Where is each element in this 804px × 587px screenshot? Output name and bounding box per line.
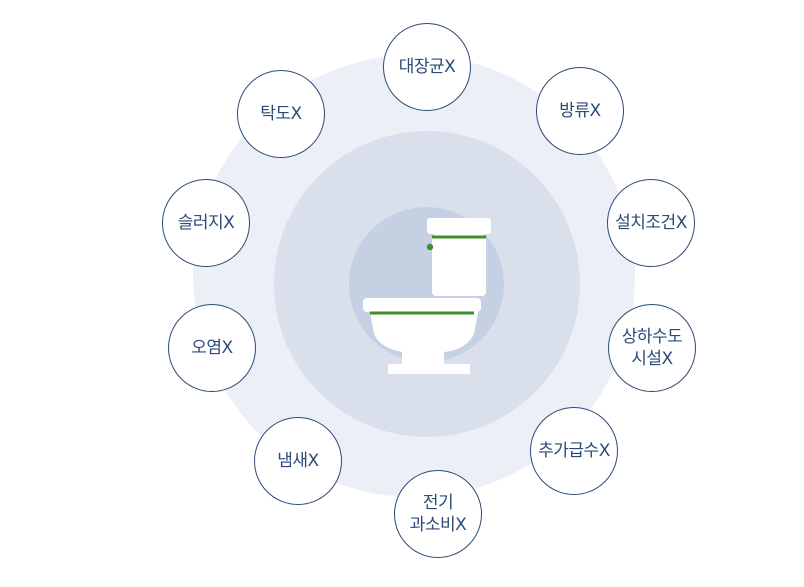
label-circle-water-sewer: 상하수도 시설X xyxy=(608,304,696,392)
label-circle-installation: 설치조건X xyxy=(607,179,695,267)
label-text: 방류X xyxy=(559,101,601,121)
label-text: 냄새X xyxy=(277,451,319,471)
label-text: 추가급수X xyxy=(538,441,610,461)
label-circle-electricity: 전기 과소비X xyxy=(394,470,482,558)
label-text: 상하수도 시설X xyxy=(621,327,683,369)
label-text: 설치조건X xyxy=(615,213,687,233)
label-text: 전기 과소비X xyxy=(409,493,467,535)
label-text: 탁도X xyxy=(260,104,302,124)
label-circle-odor: 냄새X xyxy=(254,417,342,505)
label-circle-turbidity: 탁도X xyxy=(237,70,325,158)
label-circle-pollution: 오염X xyxy=(168,304,256,392)
label-circle-water-supply: 추가급수X xyxy=(530,407,618,495)
label-circle-sludge: 슬러지X xyxy=(162,179,250,267)
label-circle-e-coli: 대장균X xyxy=(383,23,471,111)
label-text: 대장균X xyxy=(398,57,456,77)
label-circle-discharge: 방류X xyxy=(536,67,624,155)
label-text: 오염X xyxy=(191,338,233,358)
label-text: 슬러지X xyxy=(177,213,235,233)
toilet-icon xyxy=(363,218,491,374)
